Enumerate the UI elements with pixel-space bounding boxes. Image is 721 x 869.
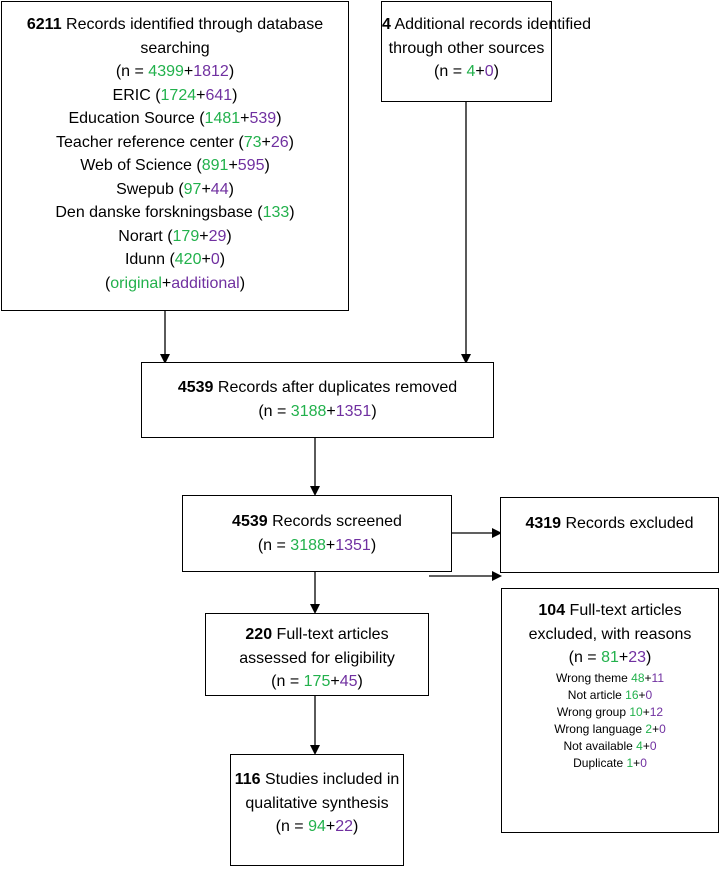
duplicates-n: (n = 3188+1351) bbox=[258, 402, 377, 420]
box-records-excluded: 4319 Records excluded bbox=[500, 497, 719, 573]
fulltext-title-line-1: 220 Full-text articles bbox=[245, 626, 389, 643]
database-n: (n = 4399+1812) bbox=[115, 63, 235, 80]
reason-wrong-theme: Wrong theme 48+11 bbox=[556, 670, 664, 685]
fulltext-excluded-n: (n = 81+23) bbox=[568, 649, 652, 666]
box-fulltext-excluded: 104 Full-text articles excluded, with re… bbox=[501, 588, 719, 833]
source-eric: ERIC (1724+641) bbox=[112, 86, 238, 104]
reason-duplicate: Duplicate 1+0 bbox=[573, 755, 647, 770]
fulltext-excluded-title-line-1: 104 Full-text articles bbox=[538, 602, 682, 619]
box-additional-records-identified-through-other-sources-main: 4 Additional records identified through … bbox=[381, 1, 592, 102]
box-fulltext-assessed: 220 Full-text articles assessed for elig… bbox=[205, 613, 429, 696]
reason-not-available: Not available 4+0 bbox=[563, 738, 657, 753]
screened-n: (n = 3188+1351) bbox=[257, 536, 377, 554]
included-title-line-1: 116 Studies included in bbox=[234, 771, 400, 788]
color-legend: (original+additional) bbox=[104, 274, 246, 292]
source-norart: Norart (179+29) bbox=[118, 227, 232, 245]
other-title-line-1: 4 Additional records identified bbox=[382, 16, 592, 33]
included-n: (n = 94+22) bbox=[275, 818, 359, 835]
excluded-title: 4319 Records excluded bbox=[525, 515, 694, 532]
duplicates-title: 4539 Records after duplicates removed bbox=[177, 379, 458, 396]
source-swepub: Swepub (97+44) bbox=[116, 180, 234, 198]
fulltext-excluded-title-line-2: excluded, with reasons bbox=[528, 625, 692, 643]
other-n: (n = 4+0) bbox=[434, 63, 499, 80]
source-teacher-reference-center: Teacher reference center (73+26) bbox=[56, 133, 294, 151]
screened-title: 4539 Records screened bbox=[232, 513, 402, 530]
reason-wrong-language: Wrong language 2+0 bbox=[554, 721, 666, 736]
source-den-danske-forskningsbase: Den danske forskningsbase (133) bbox=[55, 204, 295, 221]
reason-not-article: Not article 16+0 bbox=[567, 687, 653, 702]
box-records-screened: 4539 Records screened (n = 3188+1351) bbox=[182, 495, 452, 572]
reason-wrong-group: Wrong group 10+12 bbox=[556, 704, 664, 719]
source-idunn: Idunn (420+0) bbox=[124, 251, 226, 268]
database-title-line-1: 6211 Records identified through database bbox=[26, 16, 324, 33]
box-after-duplicates: 4539 Records after duplicates removed (n… bbox=[141, 362, 494, 438]
source-education-source: Education Source (1481+539) bbox=[68, 110, 282, 127]
included-title-line-2: qualitative synthesis bbox=[245, 794, 389, 812]
other-title-line-2: through other sources bbox=[388, 39, 545, 57]
database-title-line-2: searching bbox=[140, 39, 210, 57]
fulltext-n: (n = 175+45) bbox=[271, 673, 363, 690]
box-studies-included: 116 Studies included in qualitative synt… bbox=[230, 754, 404, 866]
fulltext-title-line-2: assessed for eligibility bbox=[239, 649, 395, 667]
box-database-records: 6211 Records identified through database… bbox=[1, 1, 349, 311]
source-web-of-science: Web of Science (891+595) bbox=[80, 157, 270, 174]
